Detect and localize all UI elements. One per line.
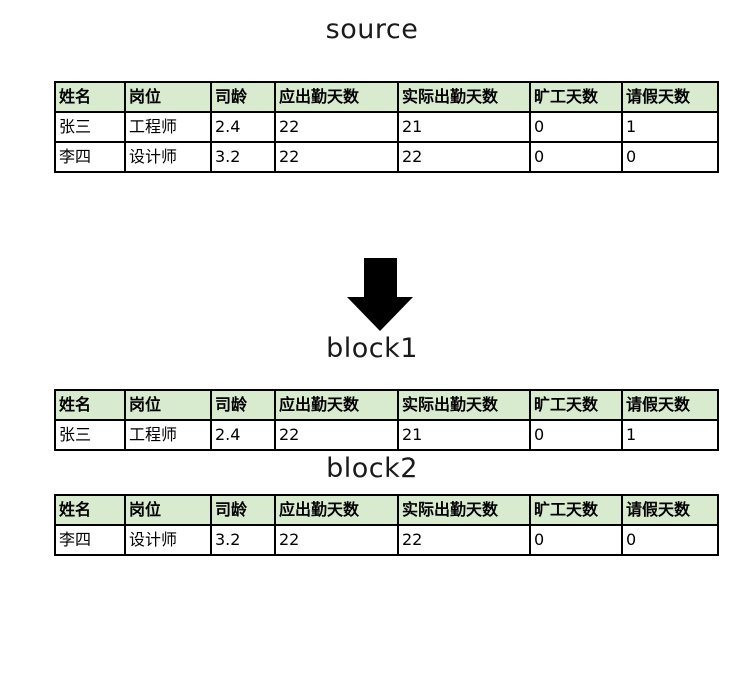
down-arrow-stem [363, 258, 397, 297]
table-cell: 李四 [54, 141, 126, 173]
table-cell: 1 [621, 419, 719, 451]
table-cell: 1 [621, 111, 719, 143]
column-header: 旷工天数 [529, 81, 623, 113]
table-cell: 工程师 [124, 111, 212, 143]
table-cell: 0 [529, 524, 623, 556]
column-header: 请假天数 [621, 494, 719, 526]
column-header: 旷工天数 [529, 389, 623, 421]
table-cell: 22 [397, 141, 531, 173]
column-header: 司龄 [210, 81, 276, 113]
column-header: 应出勤天数 [274, 389, 399, 421]
table-cell: 设计师 [124, 141, 212, 173]
table-cell: 0 [529, 111, 623, 143]
column-header: 旷工天数 [529, 494, 623, 526]
column-header: 实际出勤天数 [397, 81, 531, 113]
table-cell: 李四 [54, 524, 126, 556]
column-header: 姓名 [54, 81, 126, 113]
column-header: 请假天数 [621, 389, 719, 421]
table-cell: 2.4 [210, 111, 276, 143]
column-header: 岗位 [124, 494, 212, 526]
table-cell: 21 [397, 111, 531, 143]
table-cell: 张三 [54, 111, 126, 143]
column-header: 岗位 [124, 389, 212, 421]
table-cell: 21 [397, 419, 531, 451]
table-cell: 22 [274, 111, 399, 143]
table-cell: 22 [274, 141, 399, 173]
block2-title: block2 [326, 453, 418, 484]
column-header: 实际出勤天数 [397, 494, 531, 526]
column-header: 司龄 [210, 494, 276, 526]
table-header-row: 姓名岗位司龄应出勤天数实际出勤天数旷工天数请假天数 [54, 81, 719, 113]
table-cell: 22 [274, 419, 399, 451]
column-header: 应出勤天数 [274, 81, 399, 113]
table-header-row: 姓名岗位司龄应出勤天数实际出勤天数旷工天数请假天数 [54, 389, 719, 421]
table-cell: 2.4 [210, 419, 276, 451]
table-cell: 3.2 [210, 524, 276, 556]
table-cell: 张三 [54, 419, 126, 451]
table-cell: 22 [274, 524, 399, 556]
table-cell: 0 [529, 419, 623, 451]
table-cell: 0 [621, 141, 719, 173]
table-cell: 22 [397, 524, 531, 556]
column-header: 姓名 [54, 494, 126, 526]
column-header: 姓名 [54, 389, 126, 421]
column-header: 应出勤天数 [274, 494, 399, 526]
table-header-row: 姓名岗位司龄应出勤天数实际出勤天数旷工天数请假天数 [54, 494, 719, 526]
column-header: 实际出勤天数 [397, 389, 531, 421]
table-cell: 3.2 [210, 141, 276, 173]
down-arrow-icon [347, 258, 413, 331]
table-cell: 0 [621, 524, 719, 556]
table-cell: 工程师 [124, 419, 212, 451]
column-header: 岗位 [124, 81, 212, 113]
source-title: source [325, 14, 419, 45]
column-header: 司龄 [210, 389, 276, 421]
column-header: 请假天数 [621, 81, 719, 113]
table-cell: 0 [529, 141, 623, 173]
down-arrow-head [347, 297, 413, 331]
table-cell: 设计师 [124, 524, 212, 556]
block1-title: block1 [326, 333, 418, 364]
